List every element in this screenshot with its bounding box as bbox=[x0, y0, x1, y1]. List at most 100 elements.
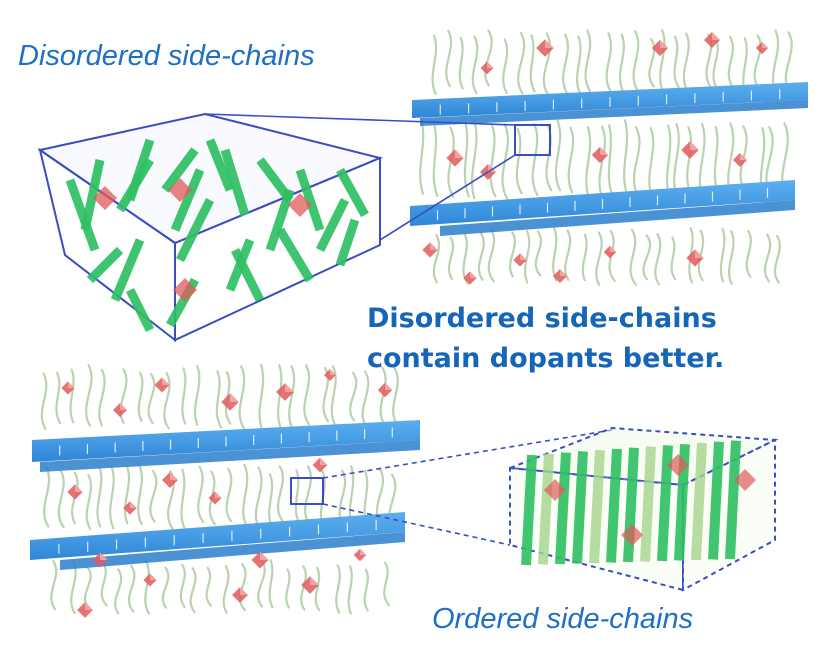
sidechain-strand bbox=[349, 371, 358, 422]
sidechain-strand bbox=[471, 35, 479, 95]
sidechain-strand bbox=[666, 124, 672, 201]
sidechain-strand bbox=[487, 228, 496, 283]
sidechain-strand bbox=[618, 33, 625, 92]
sidechain-strand bbox=[314, 566, 321, 612]
dopant-facet bbox=[455, 149, 464, 158]
sidechain-strand bbox=[484, 29, 493, 87]
sidechain-strand bbox=[383, 561, 391, 607]
sidechain-strand bbox=[673, 35, 680, 89]
sidechain-strand bbox=[598, 125, 607, 200]
sidechain-strand bbox=[673, 122, 680, 196]
dopant-inside bbox=[168, 178, 192, 202]
sidechain-strand bbox=[238, 365, 246, 431]
sidechain-strand bbox=[330, 365, 338, 428]
sidechain-strand bbox=[137, 371, 144, 422]
sidechain-rod bbox=[276, 227, 314, 283]
sidechain-strand bbox=[347, 565, 353, 615]
sidechain-strand bbox=[161, 566, 170, 609]
sidechain-rod-ordered bbox=[640, 446, 656, 562]
dopant-facet bbox=[520, 253, 527, 260]
dopant-inside bbox=[288, 193, 312, 217]
sidechain-strand bbox=[648, 38, 656, 88]
sidechain-strand bbox=[149, 469, 158, 523]
sidechain-strand bbox=[254, 466, 263, 531]
sidechain-strand bbox=[648, 127, 655, 200]
sidechain-strand bbox=[576, 35, 582, 95]
sidechain-strand bbox=[137, 464, 143, 526]
sidechain-strand bbox=[581, 233, 588, 282]
dopant-facet bbox=[385, 382, 393, 390]
sidechain-strand bbox=[294, 469, 301, 525]
sidechain-strand bbox=[239, 563, 247, 612]
dopant-facet bbox=[762, 41, 769, 48]
dopant-facet bbox=[712, 31, 721, 40]
sidechain-rod bbox=[125, 138, 155, 202]
sidechain-strand bbox=[361, 370, 370, 429]
sidechain-strand bbox=[682, 32, 690, 91]
sidechain-strand bbox=[632, 30, 640, 94]
sidechain-rod-ordered bbox=[606, 448, 622, 563]
sidechain-strand bbox=[258, 363, 265, 431]
sidechain-rod-ordered bbox=[657, 445, 673, 562]
sidechain-strand bbox=[771, 29, 780, 94]
dopant-facet bbox=[240, 587, 248, 595]
sidechain-rod bbox=[295, 168, 325, 232]
disordered-rods bbox=[65, 138, 369, 333]
sidechain-strand bbox=[719, 227, 726, 283]
dopant-facet bbox=[68, 381, 75, 388]
statement-line-1: Disordered side-chains bbox=[367, 303, 717, 334]
sidechain-strand bbox=[40, 372, 48, 431]
sidechain-strand bbox=[379, 366, 388, 428]
dopant-facet bbox=[660, 39, 669, 48]
sidechain-strand bbox=[659, 29, 666, 93]
sidechain-strand bbox=[529, 34, 536, 93]
sidechain-strand bbox=[585, 126, 592, 201]
sidechain-strand bbox=[119, 368, 128, 425]
sidechain-strand bbox=[392, 367, 400, 428]
zoom-source-bottom bbox=[290, 477, 324, 505]
sidechain-strand bbox=[225, 467, 233, 523]
dopant-inside bbox=[93, 186, 117, 210]
sidechain-strand bbox=[463, 121, 470, 198]
dopant-facet bbox=[740, 152, 748, 160]
sidechain-strand bbox=[727, 35, 735, 90]
top-title: Disordered side-chains bbox=[18, 40, 315, 72]
sidechain-strand bbox=[98, 368, 106, 427]
sidechain-strand bbox=[489, 123, 497, 198]
sidechain-strand bbox=[144, 560, 151, 615]
sidechain-strand bbox=[567, 126, 575, 194]
dopant-facet bbox=[545, 39, 554, 48]
sidechain-rod-ordered bbox=[555, 452, 571, 565]
sidechain-strand bbox=[632, 126, 641, 199]
sidechain-strand bbox=[432, 123, 439, 197]
sidechain-strand bbox=[114, 568, 123, 615]
dopant-facet bbox=[85, 602, 93, 610]
zoom-source-top bbox=[514, 124, 551, 156]
sidechain-strand bbox=[515, 127, 523, 195]
sidechain-strand bbox=[85, 363, 93, 427]
dopant-facet bbox=[430, 242, 438, 250]
sidechain-rod-ordered bbox=[572, 451, 588, 564]
dopant-facet bbox=[285, 383, 294, 392]
sidechain-strand bbox=[69, 368, 75, 424]
sidechain-strand bbox=[83, 566, 92, 609]
dopant-inside bbox=[173, 278, 197, 302]
dopant-facet bbox=[100, 552, 108, 560]
dopant-facet bbox=[610, 245, 617, 252]
sidechain-rod bbox=[265, 188, 295, 252]
sidechain-strand bbox=[123, 464, 131, 525]
sidechain-strand bbox=[477, 232, 485, 281]
sidechain-strand bbox=[670, 236, 677, 281]
sidechain-strand bbox=[534, 230, 543, 277]
dopant-facet bbox=[260, 551, 269, 560]
sidechain-strand bbox=[763, 233, 772, 283]
sidechain-strand bbox=[728, 230, 735, 285]
sidechain-rod bbox=[315, 197, 350, 253]
dopant-inside bbox=[734, 469, 756, 491]
sidechain-strand bbox=[285, 568, 291, 609]
sidechain-strand bbox=[686, 126, 694, 197]
sidechain-rod bbox=[230, 247, 265, 303]
sidechain-strand bbox=[607, 124, 615, 198]
sidechain-strand bbox=[85, 473, 93, 530]
bottom-title: Ordered side-chains bbox=[432, 603, 693, 635]
